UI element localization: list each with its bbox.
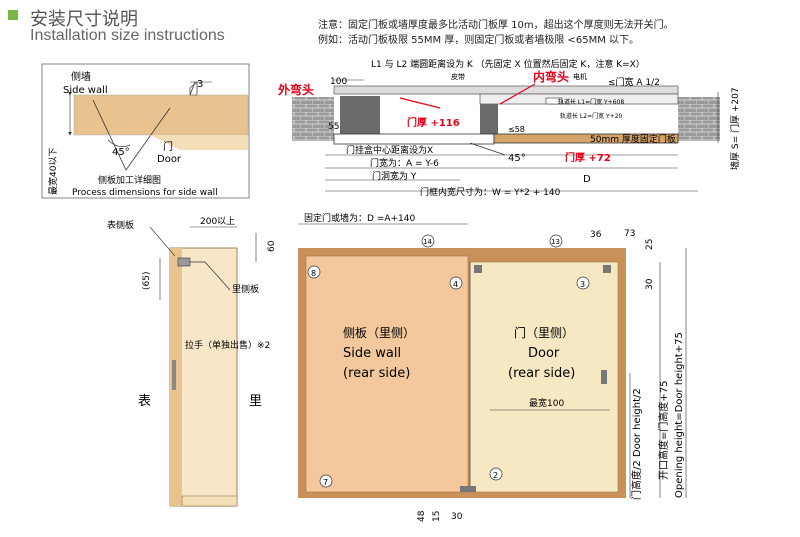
frame-inner-label: 门框内宽尺寸为：W = Y*2 + 140 [420, 186, 561, 198]
opening-height-en: Opening height=Door height+75 [674, 332, 685, 498]
side-wall-detail [41, 63, 250, 199]
max-width-100: 最宽100 [529, 397, 564, 409]
half-height-label: 门高度/2 Door height/2 [630, 388, 643, 500]
door-en1: Door [528, 346, 560, 361]
moving-door [333, 133, 495, 145]
detail-dim-3: 3 [197, 79, 203, 90]
motor-box [545, 97, 563, 105]
marker-4: 4 [453, 280, 458, 289]
marker-7: 7 [323, 478, 328, 487]
side-view-hanger [177, 257, 191, 267]
back-label: 里 [249, 394, 262, 409]
side-dim-200: 200以上 [200, 216, 235, 227]
angle-lines [92, 99, 171, 171]
elevation-view [298, 223, 687, 498]
note-line-2: 例如：活动门板极限 55MM 厚，则固定门板或者墙极限 <65MM 以下。 [318, 35, 640, 46]
page-title-en: Installation size instructions [30, 27, 225, 44]
side-wall-block [74, 95, 248, 135]
door-en2: (rear side) [508, 366, 575, 381]
marker-3: 3 [580, 280, 585, 289]
handle-label: 拉手（单独出售）※2 [185, 339, 270, 351]
side-wall-en2: (rear side) [343, 366, 410, 381]
track-l2-label: 轨道长 L2=门宽 Y+20 [560, 112, 623, 120]
outer-bend-arrow [399, 97, 441, 109]
belt-label: 皮带 [451, 72, 465, 81]
elev-dim-48: 48 [417, 510, 427, 522]
plan-top-label: L1 与 L2 端圆距离设为 K （先固定 X 位置然后固定 K，注意 K=X） [371, 58, 645, 70]
outer-bend-label: 外弯头 [278, 82, 314, 97]
elev-dim-30: 30 [645, 278, 655, 290]
door-handle [601, 370, 607, 384]
door-width-a: 门宽为：A = Y-6 [370, 157, 439, 169]
door-thick-72: 门厚 +72 [565, 151, 611, 164]
side-wall-cn: 侧板（里侧） [343, 326, 415, 340]
inner-bend-arrow [499, 83, 536, 105]
elevation-side-wall [305, 255, 469, 493]
detail-wall-en: Side wall [63, 85, 108, 96]
marker-2: 2 [493, 471, 498, 480]
hanger-13 [603, 265, 611, 273]
note-line-1: 注意：固定门板或墙厚度最多比活动门板厚 10m，超出这个厚度则无法开关门。 [318, 20, 674, 31]
elev-dim-73: 73 [624, 229, 635, 239]
hang-center-label: 门挂盒中心距离设为X [346, 144, 433, 156]
inner-bend-label: 内弯头 [533, 69, 569, 84]
side-dim-65: (65) [142, 272, 152, 290]
detail-door-en: Door [157, 154, 182, 165]
front-label: 表 [138, 394, 151, 409]
detail-door-cn: 门 [163, 140, 173, 153]
floor-guide [460, 486, 476, 492]
hanger-14 [474, 265, 482, 273]
fixed-width-label: 固定门或墙为：D =A+140 [304, 212, 415, 224]
door-thick-116: 门厚 +116 [407, 116, 460, 129]
detail-angle: 45° [112, 147, 130, 158]
fixed-panel-label: 50mm 厚度固定门板 [590, 133, 676, 145]
elev-dim-15: 15 [432, 511, 442, 522]
half-door-label: ≤门宽 A 1/2 [608, 76, 660, 88]
detail-frame [41, 63, 250, 199]
plan-dim-55: 55 [328, 122, 339, 132]
plan-dim-100: 100 [330, 77, 347, 87]
detail-caption-en: Process dimensions for side wall [72, 188, 218, 198]
page-title-cn: 安装尺寸说明 [30, 9, 138, 30]
side-view-handle [172, 360, 176, 390]
label-d: D [583, 174, 591, 185]
marker-13: 13 [551, 238, 560, 246]
plan-view [292, 79, 720, 192]
opening-height-cn: 开口高度=门高度+75 [657, 381, 670, 480]
left-brick-wall [292, 97, 334, 141]
detail-wall-cn: 侧墙 [71, 70, 91, 83]
inner-panel-label: 里侧板 [232, 283, 259, 295]
outer-bend-block [340, 96, 380, 134]
right-brick-wall [678, 97, 720, 141]
wall-thick-label: 墙厚 S= 门厚 +207 [729, 87, 741, 170]
detail-max-width: 最宽40以下 [47, 148, 59, 195]
inner-bend-block [480, 104, 498, 134]
outer-panel-label: 表侧板 [107, 219, 134, 231]
side-wall-en1: Side wall [343, 346, 401, 361]
fixed-panel [493, 133, 679, 144]
side-view [149, 226, 257, 507]
title-accent-mark [8, 10, 18, 20]
marker-8: 8 [311, 269, 316, 278]
track-l1-label: 轨道长 L1=门宽 Y+608 [558, 98, 624, 106]
track-l2 [479, 93, 679, 105]
motor-label: 电机 [573, 72, 587, 81]
elev-dim-36: 36 [590, 230, 602, 240]
detail-caption-cn: 侧板加工详细图 [98, 174, 161, 186]
door-block [150, 135, 248, 150]
plan-dim-58: ≤58 [508, 125, 525, 134]
elevation-door [469, 261, 619, 493]
door-cn: 门（里侧） [514, 325, 574, 340]
side-dim-60: 60 [267, 240, 277, 252]
elev-dim-25: 25 [645, 239, 655, 250]
elev-dim-30b: 30 [451, 512, 463, 522]
marker-14: 14 [423, 238, 432, 246]
opening-y: 门洞宽为 Y [372, 170, 417, 182]
plan-angle: 45° [508, 153, 526, 164]
